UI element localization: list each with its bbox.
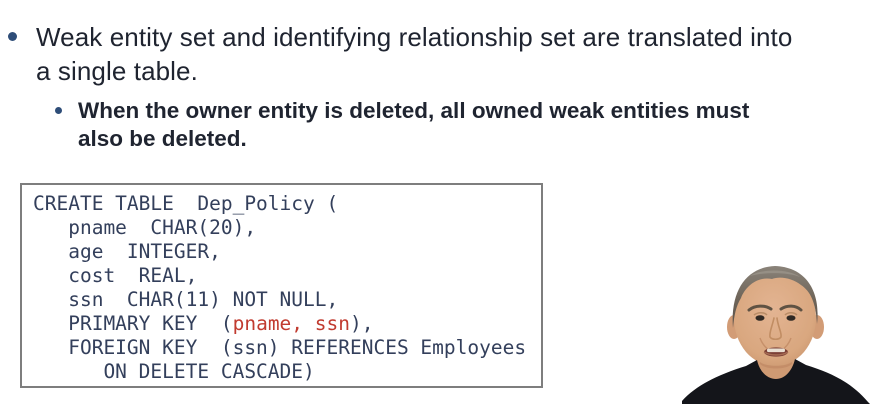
person-shirt xyxy=(682,359,870,404)
person-eye-left xyxy=(755,315,765,321)
code-line-3: age INTEGER, xyxy=(33,240,541,264)
person-eyebrow-right xyxy=(779,304,803,312)
code-segment: cost REAL, xyxy=(33,264,198,287)
code-line-6: PRIMARY KEY (pname, ssn), xyxy=(33,312,541,336)
bullet-main-text: Weak entity set and identifying relation… xyxy=(36,20,851,88)
code-segment-primary-key-columns: pname, ssn xyxy=(232,312,350,335)
code-line-2: pname CHAR(20), xyxy=(33,216,541,240)
person-eyebrow-left xyxy=(747,304,773,312)
instructor-portrait xyxy=(682,266,870,404)
code-segment: ), xyxy=(350,312,374,335)
bullet-sub: When the owner entity is deleted, all ow… xyxy=(55,97,788,153)
code-segment: pname CHAR(20), xyxy=(33,216,257,239)
code-line-4: cost REAL, xyxy=(33,264,541,288)
code-line-7: FOREIGN KEY (ssn) REFERENCES Employees xyxy=(33,336,541,360)
sub-bullet-icon xyxy=(55,107,62,114)
code-segment: CREATE TABLE Dep_Policy ( xyxy=(33,192,339,215)
code-segment: ssn CHAR(11) NOT NULL, xyxy=(33,288,339,311)
person-eye-right xyxy=(786,315,796,321)
bullet-icon xyxy=(8,32,17,41)
code-segment: age INTEGER, xyxy=(33,240,221,263)
bullet-sub-line-2: also be deleted. xyxy=(78,126,247,151)
instructor-webcam xyxy=(680,254,872,404)
bullet-main-line-1: Weak entity set and identifying relation… xyxy=(36,22,793,52)
person-hair-highlight xyxy=(750,270,800,277)
code-line-8: ON DELETE CASCADE) xyxy=(33,360,541,384)
person-face xyxy=(734,270,816,366)
code-line-5: ssn CHAR(11) NOT NULL, xyxy=(33,288,541,312)
code-line-1: CREATE TABLE Dep_Policy ( xyxy=(33,192,541,216)
sql-code-box: CREATE TABLE Dep_Policy ( pname CHAR(20)… xyxy=(20,183,543,388)
bullet-main-line-2: a single table. xyxy=(36,56,198,86)
person-nose xyxy=(769,317,782,341)
code-segment: ON DELETE CASCADE) xyxy=(33,360,315,383)
bullet-sub-text: When the owner entity is deleted, all ow… xyxy=(78,97,788,153)
code-segment: FOREIGN KEY (ssn) REFERENCES Employees xyxy=(33,336,527,359)
bullet-main: Weak entity set and identifying relation… xyxy=(8,20,851,88)
person-hair xyxy=(732,266,818,328)
bullet-sub-line-1: When the owner entity is deleted, all ow… xyxy=(78,98,750,123)
code-segment: PRIMARY KEY ( xyxy=(33,312,233,335)
